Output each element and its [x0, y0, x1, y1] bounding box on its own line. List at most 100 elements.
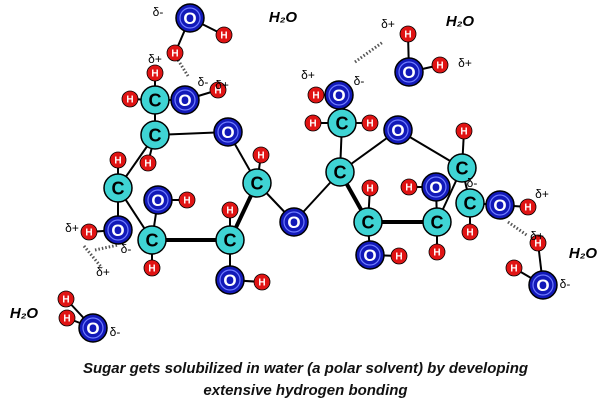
atom-symbol: H [466, 228, 473, 239]
hydrogen-bond-0 [176, 59, 190, 77]
hydrogen-atom-H9b: H [428, 243, 446, 261]
carbon-atom-C5: C [137, 225, 167, 255]
atom-symbol: H [436, 61, 443, 72]
oxygen-atom-O6: O [103, 215, 133, 245]
atom-symbol: H [144, 159, 151, 170]
hydrogen-atom-H11a: H [304, 114, 322, 132]
delta-minus-charge: δ- [354, 74, 365, 88]
atom-symbol: H [366, 119, 373, 130]
hydrogen-atom-H8: H [455, 122, 473, 140]
hydrogen-atom-H10: H [390, 247, 408, 265]
hydrogen-atom-Ha: H [146, 64, 164, 82]
atom-symbol: C [464, 193, 477, 213]
hydrogen-atom-H4b: H [221, 201, 239, 219]
atom-symbol: O [402, 63, 415, 82]
delta-plus-charge: δ+ [458, 56, 472, 70]
atom-symbol: H [405, 183, 412, 194]
hydrogen-atom-H12a: H [461, 223, 479, 241]
atom-symbol: C [146, 230, 159, 250]
oxygen-atom-O10: O [355, 240, 385, 270]
atom-symbol: C [251, 173, 264, 193]
hydrogen-atom-Hc: H [139, 154, 157, 172]
atom-symbol: C [224, 230, 237, 250]
hydrogen-atom-H5b: H [143, 259, 161, 277]
delta-minus-charge: δ- [198, 75, 209, 89]
water-label: H₂O [10, 305, 39, 322]
carbon-atom-C6: C [103, 173, 133, 203]
delta-minus-charge: δ- [467, 176, 478, 190]
atom-symbol: C [456, 158, 469, 178]
carbon-atom-C7: C [325, 157, 355, 187]
atom-symbol: H [85, 228, 92, 239]
oxygen-atom-O9: O [421, 172, 451, 202]
hydrogen-atom-H1: H [209, 81, 227, 99]
hydrogen-atom-Hw3a: H [529, 234, 547, 252]
atom-symbol: O [332, 86, 345, 105]
carbon-atom-C4: C [215, 225, 245, 255]
hydrogen-atom-H11: H [307, 86, 325, 104]
atom-symbol: H [114, 156, 121, 167]
water-label: H₂O [569, 245, 598, 262]
atom-symbol: H [183, 196, 190, 207]
oxygen-atom-Ow3: O [528, 270, 558, 300]
atom-symbol: H [309, 119, 316, 130]
hydrogen-atom-H10b: H [361, 179, 379, 197]
atom-symbol: O [86, 319, 99, 338]
atom-symbol: H [258, 278, 265, 289]
atom-symbol: H [366, 184, 373, 195]
atom-symbol: C [149, 90, 162, 110]
atom-symbol: O [111, 221, 124, 240]
hydrogen-atom-H9: H [400, 178, 418, 196]
atom-symbol: H [395, 252, 402, 263]
atom-symbol: H [404, 30, 411, 41]
delta-plus-charge: δ+ [381, 17, 395, 31]
delta-plus-charge: δ+ [215, 78, 229, 92]
atom-symbol: H [220, 31, 227, 42]
delta-minus-charge: δ- [560, 277, 571, 291]
carbon-atom-C9: C [422, 207, 452, 237]
carbon-atom-C8: C [447, 153, 477, 183]
atom-symbol: H [534, 239, 541, 250]
delta-plus-charge: δ+ [148, 52, 162, 66]
atom-symbol: O [221, 123, 234, 142]
carbon-atom-C3: C [242, 168, 272, 198]
hydrogen-atom-Hd: H [109, 151, 127, 169]
atom-symbol: H [126, 95, 133, 106]
atom-symbol: C [112, 178, 125, 198]
atom-symbol: O [151, 191, 164, 210]
atom-symbol: H [433, 248, 440, 259]
atom-symbol: C [334, 162, 347, 182]
atom-symbol: H [62, 295, 69, 306]
atom-symbol: H [148, 264, 155, 275]
hydrogen-bond-3 [82, 245, 104, 269]
atom-symbol: O [493, 196, 506, 215]
delta-plus-charge: δ+ [301, 68, 315, 82]
atom-symbol: H [460, 127, 467, 138]
hydrogen-atom-H12: H [519, 198, 537, 216]
atom-symbol: C [149, 125, 162, 145]
hydrogen-atom-Hw3b: H [505, 259, 523, 277]
hydrogen-atom-Hb: H [121, 90, 139, 108]
delta-plus-charge: δ+ [65, 221, 79, 235]
carbon-atom-C11: C [327, 108, 357, 138]
hydrogen-atom-Hw4a: H [57, 290, 75, 308]
caption-line-1: Sugar gets solubilized in water (a polar… [82, 360, 529, 377]
atom-symbol: H [524, 203, 531, 214]
oxygen-atom-O1: O [170, 85, 200, 115]
oxygen-atom-O11: O [324, 80, 354, 110]
caption-line-2: extensive hydrogen bonding [203, 382, 408, 399]
oxygen-atom-O12: O [485, 190, 515, 220]
atom-symbol: O [287, 213, 300, 232]
hydrogen-atom-Hw2a: H [399, 25, 417, 43]
hydrogen-bond-1 [354, 40, 384, 64]
hydrogen-atom-Hw2b: H [431, 56, 449, 74]
atom-symbol: O [178, 91, 191, 110]
atom-symbol: H [214, 86, 221, 97]
atom-symbol: H [257, 151, 264, 162]
oxygen-atom-Ow2: O [394, 57, 424, 87]
delta-plus-charge: δ+ [96, 265, 110, 279]
hydrogen-bond-4 [94, 243, 119, 252]
atom-symbol: O [223, 271, 236, 290]
